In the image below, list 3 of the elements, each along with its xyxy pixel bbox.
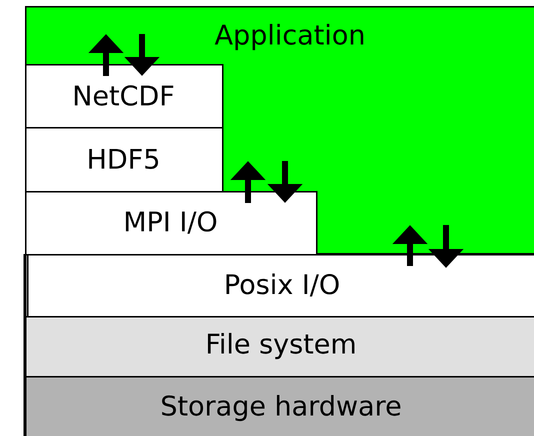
layer-box: File system xyxy=(25,316,534,378)
layer-box: Storage hardware xyxy=(25,376,534,436)
layer-box: Posix I/O xyxy=(27,254,534,318)
